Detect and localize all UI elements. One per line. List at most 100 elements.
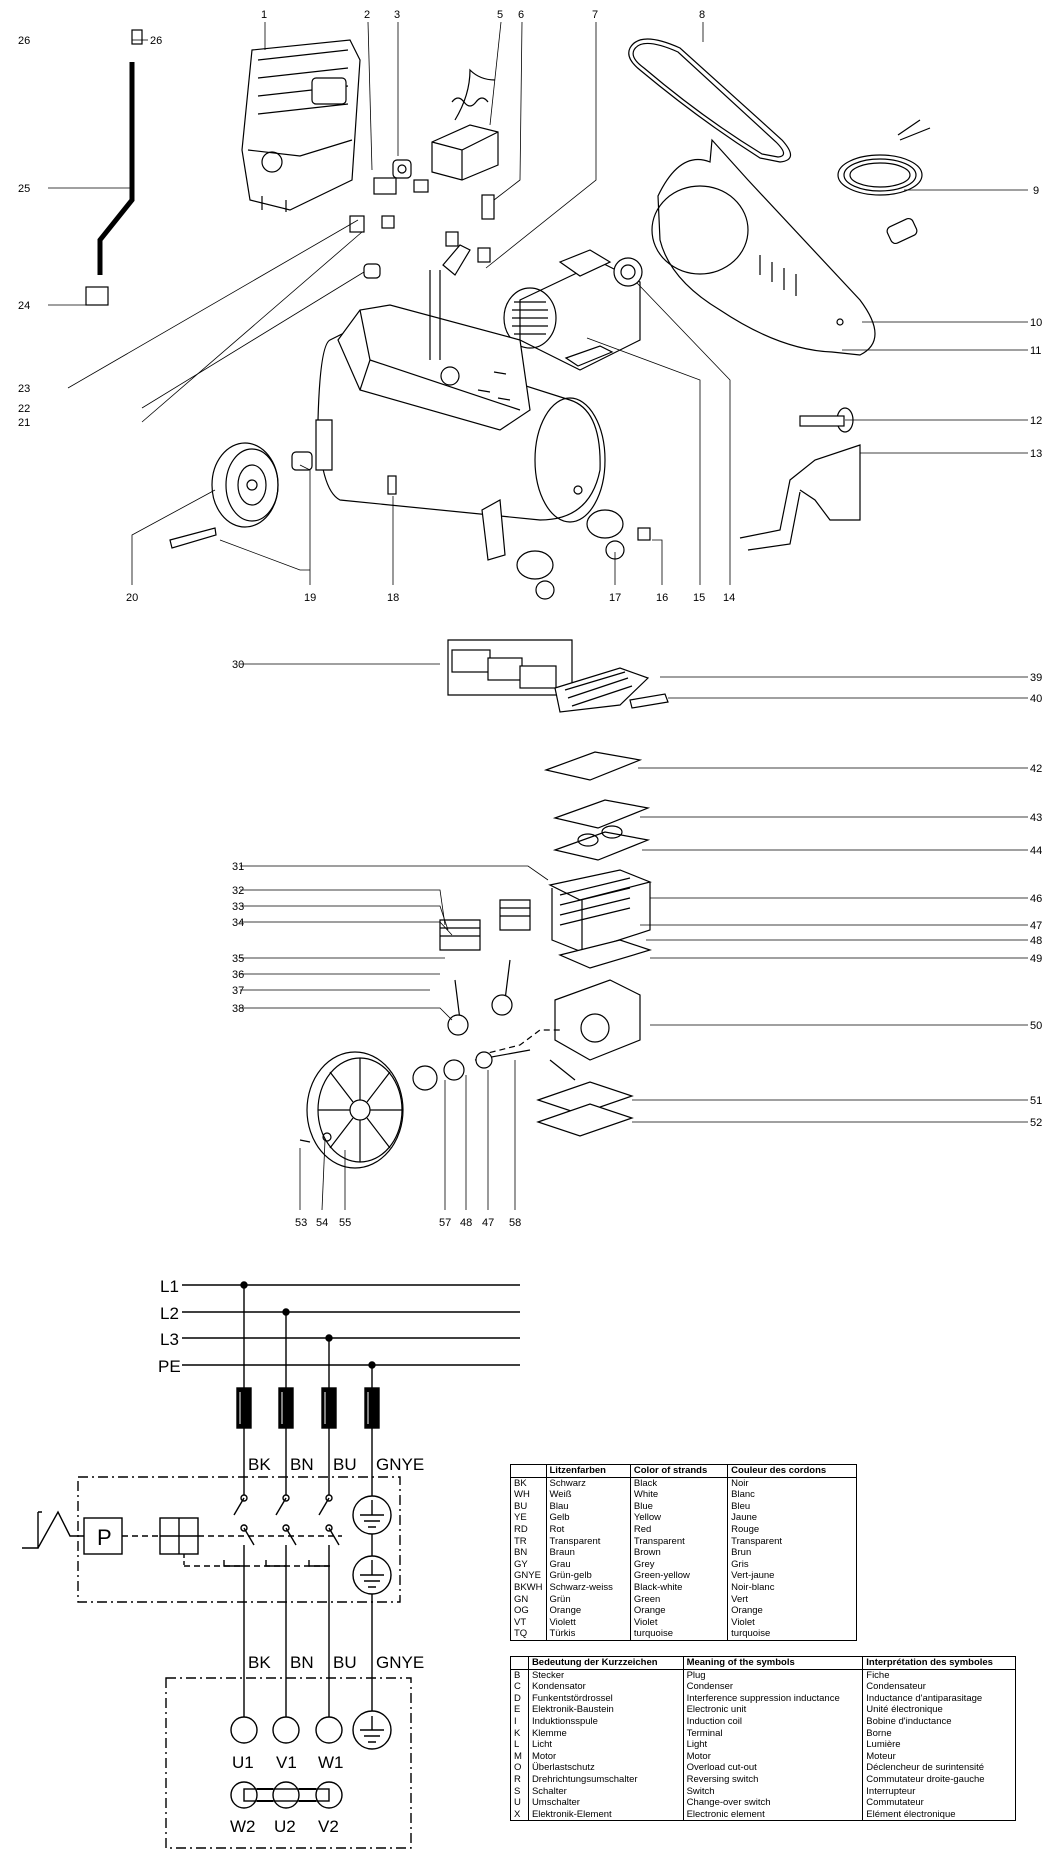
table-cell: Condenser bbox=[682, 1681, 863, 1693]
cable-sleeve-gnye bbox=[364, 1387, 380, 1429]
strand-colors-table: Litzenfarben Color of strands Couleur de… bbox=[510, 1464, 857, 1641]
table-cell: Noir bbox=[727, 1477, 857, 1490]
table-cell: Moteur bbox=[862, 1750, 1016, 1763]
table-cell: Black-white bbox=[629, 1581, 728, 1594]
callout-20: 20 bbox=[126, 592, 138, 604]
table-cell: S bbox=[514, 1785, 521, 1797]
callout-2: 2 bbox=[364, 9, 370, 21]
belt-guard-drawing bbox=[651, 138, 876, 356]
table-cell: Noir-blanc bbox=[727, 1581, 857, 1594]
table-header-row: Bedeutung der Kurzzeichen Meaning of the… bbox=[510, 1656, 1016, 1670]
table-cell: GN bbox=[514, 1593, 529, 1605]
callout-57: 57 bbox=[439, 1217, 451, 1229]
table-cell: Überlastschutz bbox=[527, 1762, 684, 1774]
table-cell: BK bbox=[514, 1477, 527, 1489]
pump-unit-drawing bbox=[241, 39, 361, 212]
table-cell: R bbox=[514, 1773, 521, 1785]
table-cell: X bbox=[514, 1808, 521, 1820]
callout-11: 11 bbox=[1030, 345, 1041, 357]
line-label-l2: L2 bbox=[160, 1304, 179, 1323]
callout-1: 1 bbox=[261, 9, 267, 21]
table-cell: Schwarz-weiss bbox=[545, 1581, 631, 1594]
table-cell: Transparent bbox=[545, 1535, 631, 1548]
table-cell: Inductance d'antiparasitage bbox=[862, 1692, 1016, 1705]
table-cell: Commutateur droite-gauche bbox=[862, 1773, 1016, 1786]
callout-55: 55 bbox=[339, 1217, 351, 1229]
callout-19: 19 bbox=[304, 592, 316, 604]
table-cell: Braun bbox=[545, 1547, 631, 1559]
callout-49: 49 bbox=[1030, 953, 1042, 965]
callout-8: 8 bbox=[699, 9, 705, 21]
table-cell: Elément électronique bbox=[862, 1808, 1016, 1821]
callout-25: 25 bbox=[18, 183, 30, 195]
pump-exploded-view bbox=[299, 639, 669, 1169]
table-cell: Vert-jaune bbox=[727, 1570, 857, 1582]
table-cell: Grün bbox=[545, 1593, 631, 1606]
table-cell: BKWH bbox=[514, 1581, 543, 1593]
table-cell: Blanc bbox=[727, 1489, 857, 1501]
callout-47-bottom: 47 bbox=[482, 1217, 494, 1229]
table-header: Color of strands bbox=[629, 1464, 728, 1478]
callout-10: 10 bbox=[1030, 317, 1042, 329]
callout-36: 36 bbox=[232, 969, 244, 981]
callout-38: 38 bbox=[232, 1003, 244, 1015]
callout-26: 26 bbox=[150, 35, 162, 47]
callout-43: 43 bbox=[1030, 812, 1042, 824]
wiring-diagram bbox=[22, 1281, 520, 1849]
table-cell: GY bbox=[514, 1558, 528, 1570]
table-cell: Bobine d'inductance bbox=[862, 1715, 1016, 1728]
line-label-pe: PE bbox=[158, 1357, 181, 1376]
callout-42: 42 bbox=[1030, 763, 1042, 775]
callout-26-left: 26 bbox=[18, 35, 30, 47]
table-cell: Drehrichtungsumschalter bbox=[527, 1773, 684, 1786]
line-label-l3: L3 bbox=[160, 1330, 179, 1349]
table-cell: WH bbox=[514, 1489, 530, 1501]
table-cell: Jaune bbox=[727, 1512, 857, 1524]
table-cell: Grau bbox=[545, 1558, 631, 1571]
table-cell: Transparent bbox=[727, 1535, 857, 1548]
table-cell: Türkis bbox=[545, 1628, 631, 1641]
table-cell: Violet bbox=[727, 1616, 857, 1629]
table-cell: BU bbox=[514, 1500, 528, 1512]
callout-21: 21 bbox=[18, 417, 30, 429]
crankcase-drawing bbox=[549, 979, 641, 1081]
cable-sleeve-bu bbox=[321, 1387, 337, 1429]
table-cell: Switch bbox=[682, 1785, 863, 1798]
callout-numbers: 26 1 2 3 5 6 7 8 9 10 11 12 13 14 15 16 … bbox=[18, 9, 1042, 1229]
table-cell: Yellow bbox=[629, 1512, 728, 1524]
table-cell: Black bbox=[629, 1477, 728, 1490]
table-cell: OG bbox=[514, 1605, 529, 1617]
table-cell: turquoise bbox=[727, 1628, 857, 1641]
table-cell: Change-over switch bbox=[682, 1797, 863, 1809]
table-cell: VT bbox=[514, 1616, 527, 1628]
table-cell: Schalter bbox=[527, 1785, 684, 1798]
motor-terminal-box bbox=[165, 1677, 412, 1849]
table-cell: Fiche bbox=[862, 1669, 1016, 1682]
wire-label-gnye: GNYE bbox=[376, 1455, 424, 1474]
callout-32: 32 bbox=[232, 885, 244, 897]
table-cell: Gelb bbox=[545, 1512, 631, 1524]
terminal-w2: W2 bbox=[230, 1817, 256, 1836]
table-cell: Elektronik-Baustein bbox=[527, 1704, 684, 1716]
callout-5: 5 bbox=[497, 9, 503, 21]
callout-30: 30 bbox=[232, 659, 244, 671]
callout-47: 47 bbox=[1030, 920, 1042, 932]
table-cell: Electronic element bbox=[682, 1808, 863, 1821]
table-cell: Brun bbox=[727, 1547, 857, 1559]
table-cell: Klemme bbox=[527, 1727, 684, 1740]
callout-13: 13 bbox=[1030, 448, 1042, 460]
table-cell: Plug bbox=[682, 1669, 863, 1682]
piston-drawing bbox=[439, 899, 531, 1036]
